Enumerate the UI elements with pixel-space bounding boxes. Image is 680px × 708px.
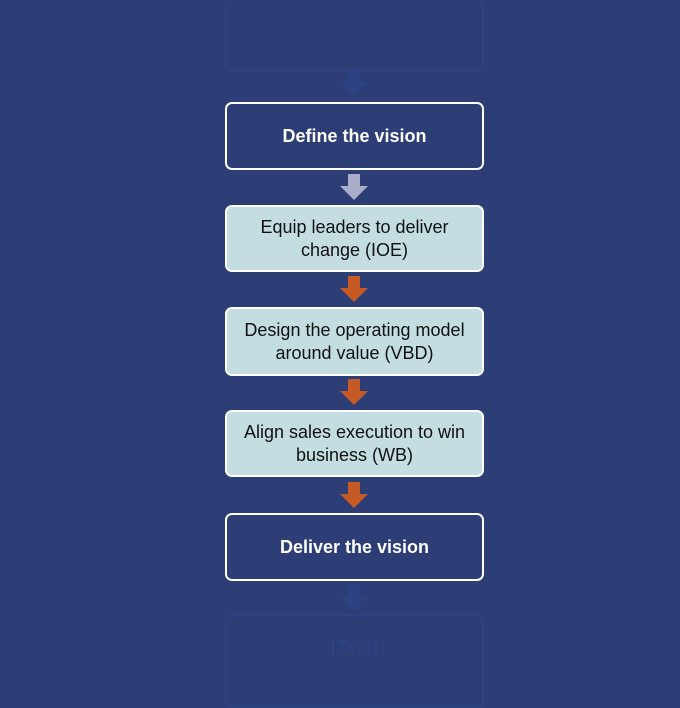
arrow-down-icon: [340, 379, 368, 405]
step-label: Define the vision: [282, 125, 427, 146]
arrow-down-icon: [340, 174, 368, 200]
faded-arrow-down-icon: [340, 70, 368, 96]
step-design-operating-model: Design the operating model around value …: [225, 307, 484, 376]
step-label: Design the operating model around value …: [244, 319, 465, 363]
faded-step-top: [225, 0, 484, 71]
faded-step-bottom: [Text]: [225, 614, 484, 708]
arrow-down-icon: [340, 482, 368, 508]
step-equip-leaders: Equip leaders to deliver change (IOE): [225, 205, 484, 272]
step-label: Align sales execution to win business (W…: [243, 421, 466, 465]
faded-arrow-down-icon: [340, 585, 368, 611]
step-deliver-vision: Deliver the vision: [225, 513, 484, 581]
step-align-sales: Align sales execution to win business (W…: [225, 410, 484, 477]
faded-step-label: [Text]: [330, 637, 379, 657]
step-define-vision: Define the vision: [225, 102, 484, 170]
step-label: Deliver the vision: [279, 536, 430, 557]
step-label: Equip leaders to deliver change (IOE): [260, 216, 449, 260]
arrow-down-icon: [340, 276, 368, 302]
